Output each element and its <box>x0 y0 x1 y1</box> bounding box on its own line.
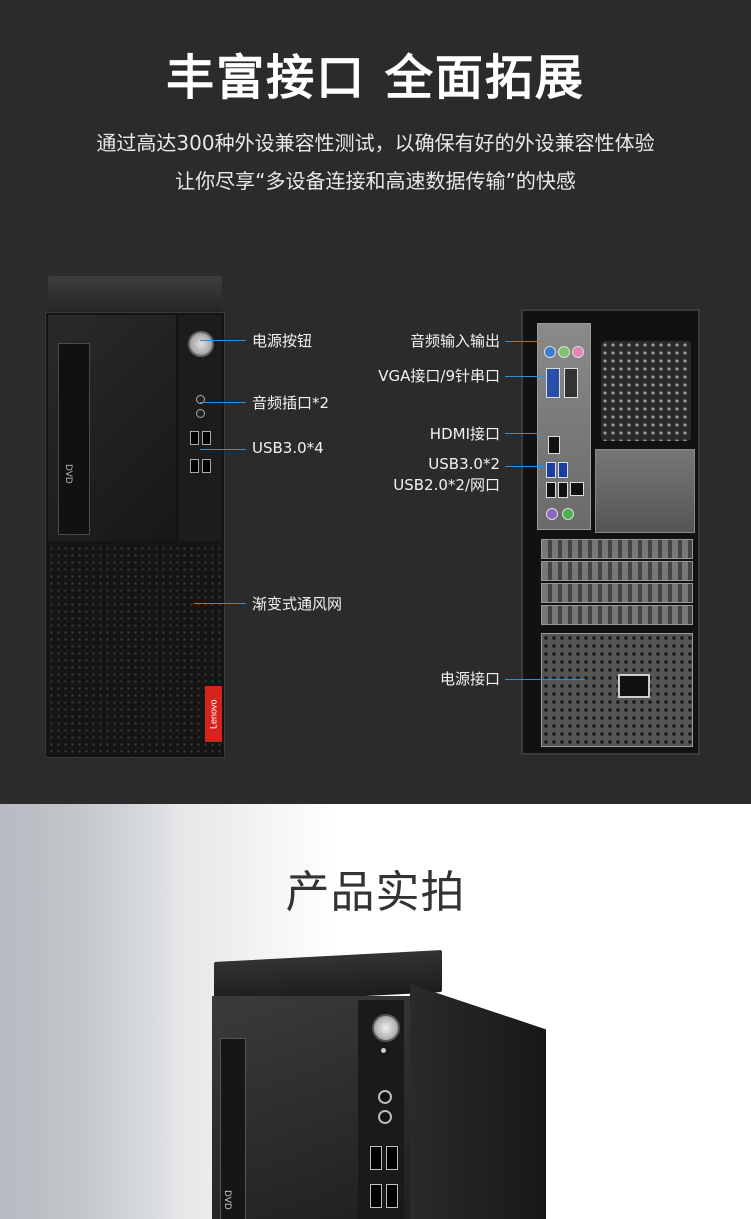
label-vent: 渐变式通风网 <box>252 595 343 613</box>
ps2-port-icon <box>562 508 574 520</box>
product-photo-tower: DVD <box>212 940 552 1219</box>
tower-front-body: DVD <box>45 312 225 758</box>
leader-line <box>200 449 246 450</box>
rear-chassis-plate <box>595 449 695 533</box>
expansion-slot <box>541 561 693 581</box>
leader-line <box>505 679 585 680</box>
front-tower-image: DVD Lenovo <box>45 276 225 758</box>
label-usb2-lan: USB2.0*2/网口 <box>393 476 500 494</box>
serial-port-icon <box>564 368 578 398</box>
usb-port-icon <box>190 431 199 445</box>
usb-port-icon <box>386 1146 398 1170</box>
usb-port-icon <box>202 431 211 445</box>
usb-port-icon <box>386 1184 398 1208</box>
audio-port-icon <box>572 346 584 358</box>
label-usb3-rear: USB3.0*2 <box>428 455 500 473</box>
mic-jack-icon <box>196 409 205 418</box>
label-usb-front: USB3.0*4 <box>252 439 324 457</box>
front-io-panel <box>178 315 222 541</box>
usb-port-icon <box>370 1184 382 1208</box>
power-supply-grille <box>541 633 693 747</box>
audio-port-icon <box>558 346 570 358</box>
leader-line <box>200 402 246 403</box>
leader-line <box>194 603 246 604</box>
expansion-slot <box>541 583 693 603</box>
lenovo-logo: Lenovo <box>205 686 222 742</box>
headphone-jack-icon <box>196 395 205 404</box>
ventilation-grille <box>48 545 222 755</box>
product-photo-section: 产品实拍 DVD <box>0 804 751 1219</box>
expansion-slot <box>541 605 693 625</box>
label-power-socket: 电源接口 <box>439 670 500 688</box>
ps2-port-icon <box>546 508 558 520</box>
tower-side-panel <box>410 984 546 1219</box>
usb-port-icon <box>558 462 568 478</box>
dvd-logo: DVD <box>222 1190 232 1210</box>
vga-port-icon <box>546 368 560 398</box>
power-led-icon <box>381 1048 386 1053</box>
hdmi-port-icon <box>548 436 560 454</box>
power-button-icon <box>188 331 214 357</box>
rear-io-shield <box>537 323 591 530</box>
section-subtitle-line1: 通过高达300种外设兼容性测试，以确保有好的外设兼容性体验 <box>96 131 655 155</box>
section-subtitle-line2: 让你尽享“多设备连接和高速数据传输”的快感 <box>175 169 576 193</box>
ethernet-port-icon <box>570 482 584 496</box>
leader-line <box>505 376 545 377</box>
label-vga-serial: VGA接口/9针串口 <box>378 367 500 385</box>
front-upper-panel: DVD <box>48 315 176 541</box>
wall-shadow <box>0 804 180 1219</box>
mic-jack-icon <box>378 1110 392 1124</box>
section-title: 丰富接口 全面拓展 <box>166 50 585 106</box>
leader-line <box>200 340 246 341</box>
headphone-jack-icon <box>378 1090 392 1104</box>
label-audio-jacks: 音频插口*2 <box>252 394 330 412</box>
power-button-icon <box>372 1014 400 1042</box>
interfaces-section: 丰富接口 全面拓展 通过高达300种外设兼容性测试，以确保有好的外设兼容性体验 … <box>45 50 700 758</box>
tower-top-cap <box>48 276 222 312</box>
usb-port-icon <box>546 462 556 478</box>
leader-line <box>505 433 545 434</box>
usb-port-icon <box>190 459 199 473</box>
leader-line <box>505 341 545 342</box>
power-socket-icon <box>618 674 650 698</box>
optical-drive-bay <box>220 1038 246 1219</box>
label-hdmi: HDMI接口 <box>429 425 500 443</box>
usb-port-icon <box>370 1146 382 1170</box>
expansion-slot <box>541 539 693 559</box>
rear-fan-grille <box>601 341 691 441</box>
photo-section-title: 产品实拍 <box>285 867 466 918</box>
dvd-logo: DVD <box>63 464 73 484</box>
usb-port-icon <box>558 482 568 498</box>
usb-port-icon <box>202 459 211 473</box>
label-power-button: 电源按钮 <box>252 332 313 350</box>
usb-port-icon <box>546 482 556 498</box>
optical-drive-bay: DVD <box>58 343 90 535</box>
label-audio-io: 音频输入输出 <box>409 332 500 350</box>
leader-line <box>505 466 545 467</box>
rear-tower-image <box>521 309 700 755</box>
audio-port-icon <box>544 346 556 358</box>
